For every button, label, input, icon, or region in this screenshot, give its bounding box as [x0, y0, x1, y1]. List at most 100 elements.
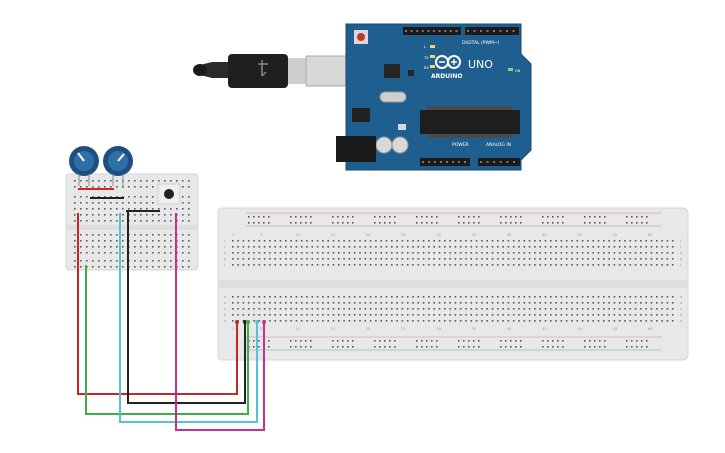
terminal-hole[interactable]	[364, 308, 367, 310]
terminal-hole[interactable]	[158, 208, 160, 210]
rail-hole[interactable]	[152, 260, 154, 262]
rail-hole[interactable]	[248, 216, 250, 218]
terminal-hole[interactable]	[618, 314, 621, 316]
rail-hole[interactable]	[104, 260, 106, 262]
terminal-hole[interactable]	[603, 320, 605, 322]
terminal-hole[interactable]	[116, 208, 118, 210]
header-pin[interactable]	[405, 30, 407, 32]
rail-hole[interactable]	[305, 216, 307, 218]
terminal-hole[interactable]	[279, 252, 282, 254]
terminal-hole[interactable]	[576, 264, 579, 266]
terminal-hole[interactable]	[555, 252, 557, 254]
terminal-hole[interactable]	[528, 296, 531, 298]
terminal-hole[interactable]	[322, 258, 324, 260]
terminal-hole[interactable]	[285, 314, 287, 316]
terminal-hole[interactable]	[640, 240, 642, 242]
terminal-hole[interactable]	[332, 264, 335, 266]
terminal-hole[interactable]	[560, 320, 563, 322]
terminal-hole[interactable]	[401, 314, 404, 316]
terminal-hole[interactable]	[560, 302, 563, 304]
terminal-hole[interactable]	[396, 314, 398, 316]
terminal-hole[interactable]	[597, 308, 600, 310]
terminal-hole[interactable]	[661, 302, 663, 304]
terminal-hole[interactable]	[587, 240, 589, 242]
terminal-hole[interactable]	[116, 240, 118, 242]
terminal-hole[interactable]	[422, 246, 425, 248]
terminal-hole[interactable]	[428, 258, 430, 260]
terminal-hole[interactable]	[459, 308, 462, 310]
terminal-hole[interactable]	[539, 308, 541, 310]
terminal-hole[interactable]	[369, 320, 372, 322]
terminal-hole[interactable]	[110, 220, 112, 222]
terminal-hole[interactable]	[592, 320, 594, 322]
terminal-hole[interactable]	[316, 258, 319, 260]
terminal-hole[interactable]	[534, 246, 536, 248]
terminal-hole[interactable]	[122, 202, 124, 204]
header-pin[interactable]	[444, 30, 447, 32]
terminal-hole[interactable]	[396, 296, 398, 298]
terminal-hole[interactable]	[74, 240, 76, 242]
terminal-hole[interactable]	[80, 252, 82, 254]
rail-hole[interactable]	[562, 340, 564, 342]
terminal-hole[interactable]	[86, 208, 88, 210]
terminal-hole[interactable]	[140, 196, 142, 198]
terminal-hole[interactable]	[253, 264, 255, 266]
terminal-hole[interactable]	[597, 314, 600, 316]
terminal-hole[interactable]	[481, 264, 483, 266]
terminal-hole[interactable]	[512, 296, 515, 298]
rail-hole[interactable]	[604, 346, 606, 348]
terminal-hole[interactable]	[645, 308, 647, 310]
terminal-hole[interactable]	[116, 202, 118, 204]
terminal-hole[interactable]	[634, 264, 637, 266]
terminal-hole[interactable]	[247, 258, 250, 260]
terminal-hole[interactable]	[401, 320, 404, 322]
terminal-hole[interactable]	[290, 314, 292, 316]
rail-hole[interactable]	[337, 340, 339, 342]
rail-hole[interactable]	[510, 346, 512, 348]
terminal-hole[interactable]	[528, 240, 531, 242]
terminal-hole[interactable]	[146, 208, 148, 210]
terminal-hole[interactable]	[534, 240, 536, 242]
terminal-hole[interactable]	[656, 240, 658, 242]
terminal-hole[interactable]	[417, 246, 420, 248]
terminal-hole[interactable]	[369, 264, 372, 266]
terminal-hole[interactable]	[523, 320, 526, 322]
terminal-hole[interactable]	[237, 264, 239, 266]
terminal-hole[interactable]	[375, 320, 377, 322]
terminal-hole[interactable]	[497, 320, 499, 322]
terminal-hole[interactable]	[560, 314, 563, 316]
terminal-hole[interactable]	[269, 258, 271, 260]
terminal-hole[interactable]	[285, 246, 287, 248]
terminal-hole[interactable]	[412, 258, 414, 260]
terminal-hole[interactable]	[539, 264, 541, 266]
header-pin[interactable]	[493, 30, 495, 32]
terminal-hole[interactable]	[380, 296, 382, 298]
terminal-hole[interactable]	[624, 296, 626, 298]
terminal-hole[interactable]	[486, 320, 488, 322]
rail-hole[interactable]	[347, 216, 349, 218]
terminal-hole[interactable]	[571, 252, 573, 254]
rail-hole[interactable]	[116, 260, 118, 262]
terminal-hole[interactable]	[232, 240, 234, 242]
rail-hole[interactable]	[379, 346, 381, 348]
terminal-hole[interactable]	[576, 302, 579, 304]
terminal-hole[interactable]	[587, 264, 589, 266]
header-pin[interactable]	[467, 30, 469, 32]
terminal-hole[interactable]	[170, 240, 172, 242]
terminal-hole[interactable]	[412, 296, 414, 298]
terminal-hole[interactable]	[523, 314, 526, 316]
rail-hole[interactable]	[92, 260, 94, 262]
terminal-hole[interactable]	[311, 314, 314, 316]
terminal-hole[interactable]	[565, 240, 568, 242]
terminal-hole[interactable]	[444, 308, 446, 310]
terminal-hole[interactable]	[237, 258, 239, 260]
terminal-hole[interactable]	[269, 320, 271, 322]
terminal-hole[interactable]	[359, 314, 361, 316]
terminal-hole[interactable]	[353, 240, 356, 242]
terminal-hole[interactable]	[502, 302, 504, 304]
terminal-hole[interactable]	[581, 264, 584, 266]
rail-hole[interactable]	[631, 340, 633, 342]
terminal-hole[interactable]	[116, 246, 118, 248]
terminal-hole[interactable]	[300, 246, 303, 248]
terminal-hole[interactable]	[306, 240, 308, 242]
